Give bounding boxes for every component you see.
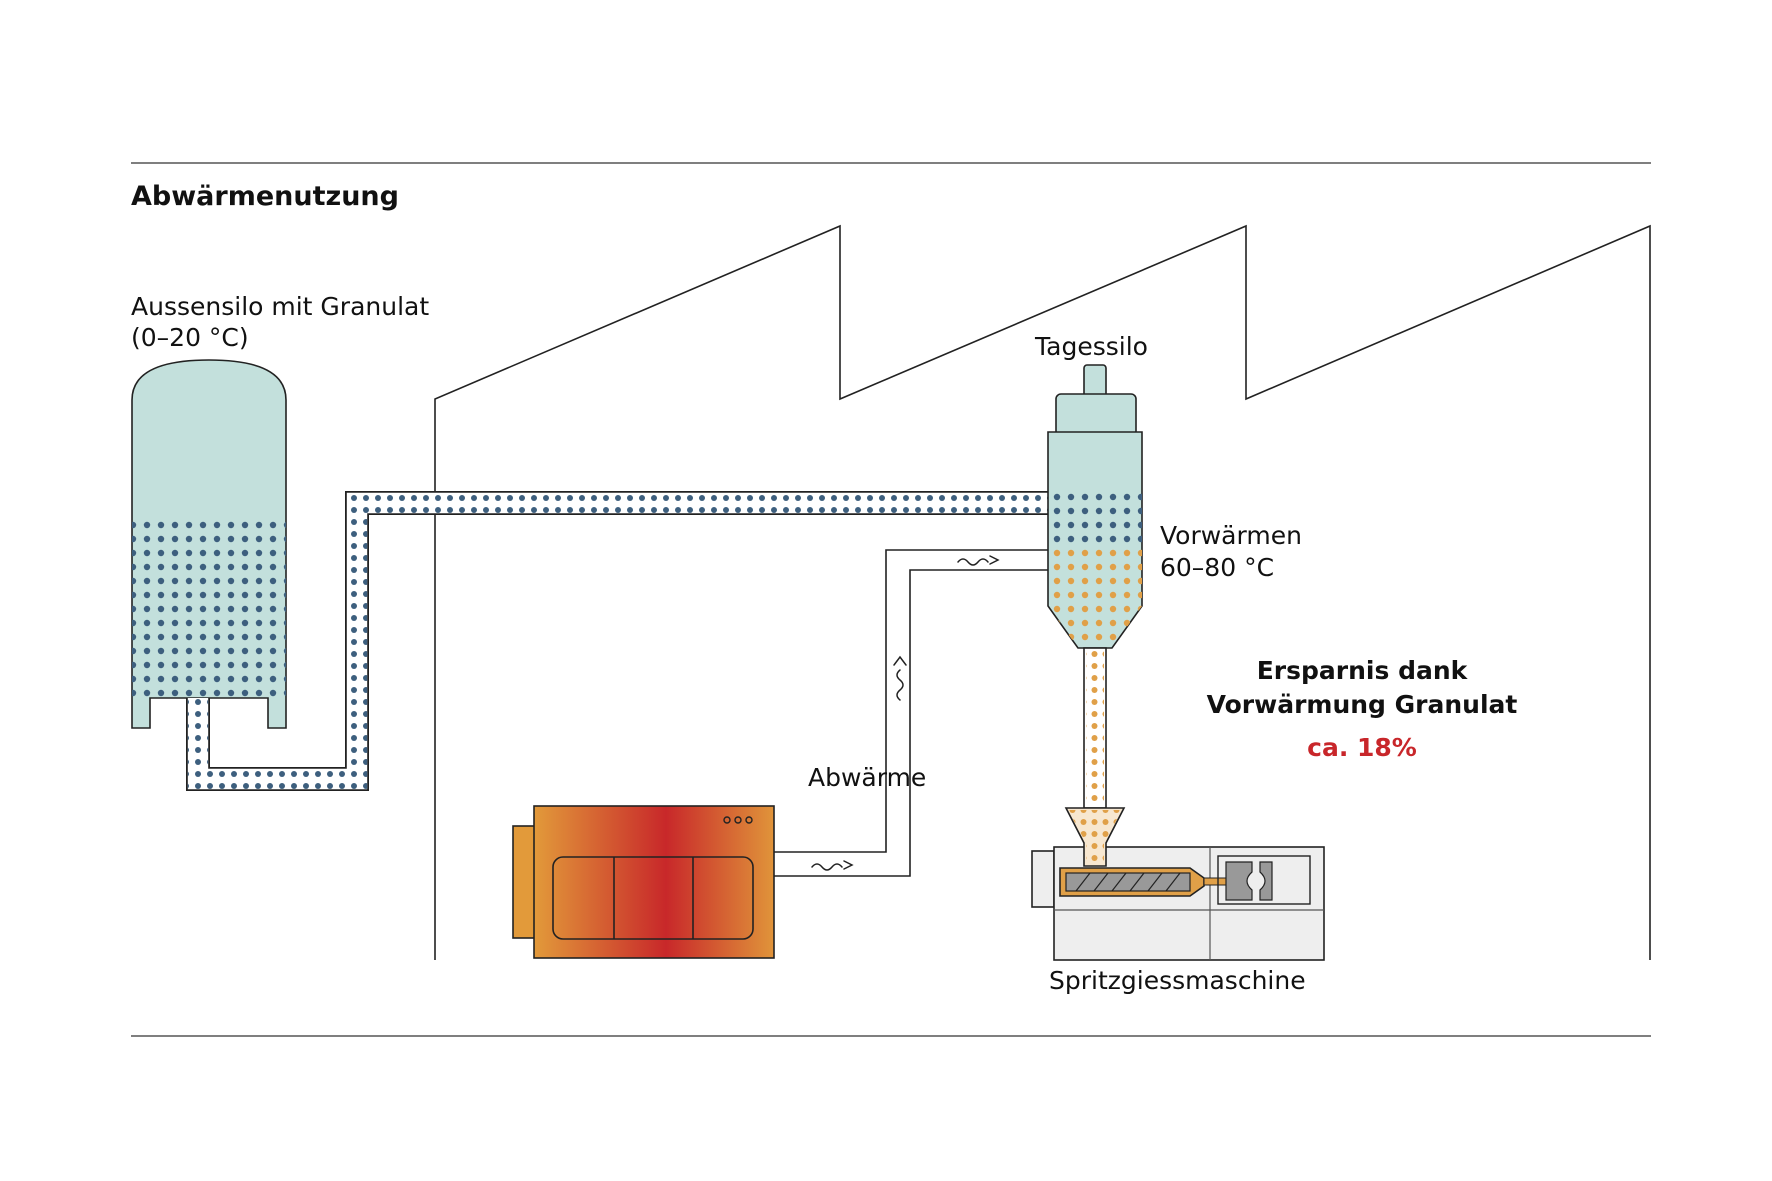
- mould-half: [1225, 861, 1273, 901]
- savings-value: ca. 18%: [1307, 733, 1417, 762]
- preheat-label-line2: 60–80 °C: [1160, 553, 1274, 582]
- heat-wave-icon: [811, 555, 1000, 871]
- savings-line2: Vorwärmung Granulat: [1207, 690, 1518, 719]
- preheat-label-line1: Vorwärmen: [1160, 521, 1302, 550]
- savings-line1: Ersparnis dank: [1257, 656, 1469, 685]
- machine-label: Spritzgiessmaschine: [1049, 966, 1306, 995]
- factory-outline: [434, 224, 1651, 960]
- outer-silo: [131, 359, 287, 729]
- day-silo-label: Tagessilo: [1034, 332, 1148, 361]
- waste-heat-label: Abwärme: [808, 763, 926, 792]
- feed-pipe: [1083, 647, 1107, 809]
- day-silo-cap: [1083, 364, 1107, 398]
- diagram-title: Abwärmenutzung: [131, 181, 399, 212]
- day-silo: [1047, 364, 1143, 649]
- heat-source-unit: [512, 805, 775, 959]
- day-silo-cold-granulate: [1048, 490, 1142, 545]
- day-silo-head: [1055, 393, 1137, 437]
- feed-hopper: [1064, 807, 1126, 867]
- day-silo-warm-granulate: [1048, 545, 1142, 648]
- mould-frame: [1217, 855, 1311, 905]
- machine-end-block: [1031, 850, 1055, 908]
- outer-silo-granulate: [132, 521, 286, 698]
- outer-silo-label-line2: (0–20 °C): [131, 323, 249, 352]
- conveyor-pipe: [186, 491, 1048, 791]
- outer-silo-label-line1: Aussensilo mit Granulat: [131, 292, 429, 321]
- waste-heat-duct: [774, 549, 1048, 877]
- vent-dots-icon: [723, 816, 753, 824]
- injection-moulding-machine: [1031, 846, 1325, 961]
